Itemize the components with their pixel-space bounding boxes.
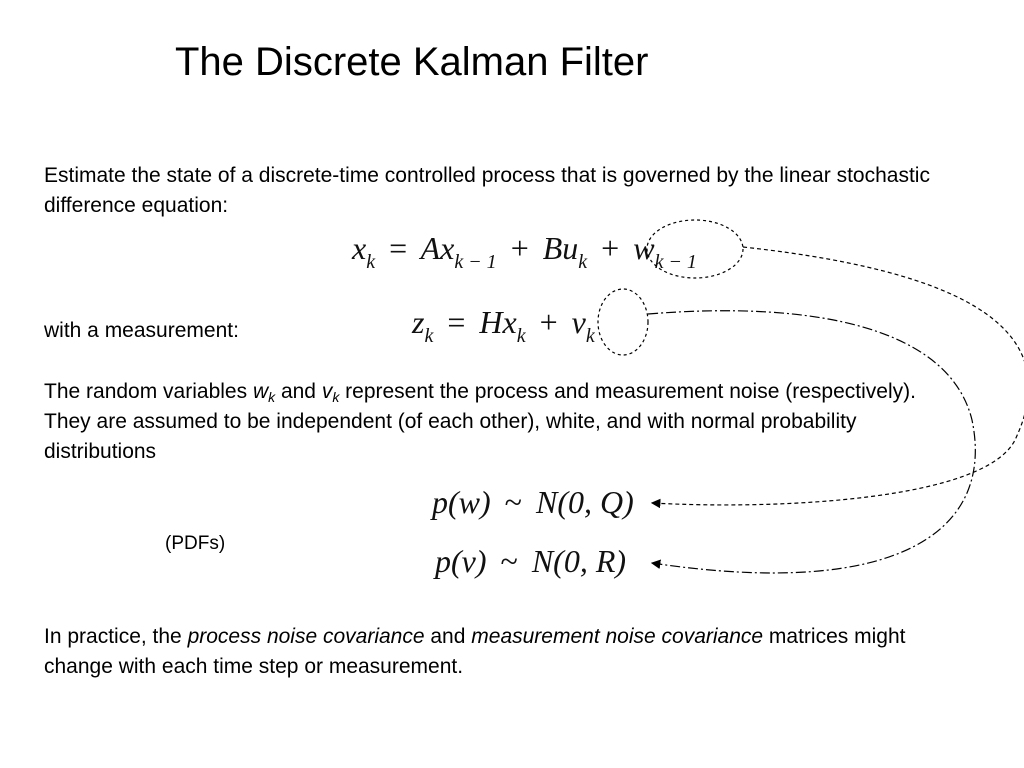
noise-pre: The random variables bbox=[44, 380, 253, 403]
pdf-v-tilde: ~ bbox=[500, 543, 518, 579]
eq-x-sub: k bbox=[366, 251, 376, 273]
noise-paragraph: The random variables wk and vk represent… bbox=[44, 377, 964, 467]
pdf-v-equation: p(v) ~ N(0, R) bbox=[435, 541, 626, 581]
w-to-q-arrow bbox=[650, 246, 1024, 509]
pdf-v-dist: N(0, R) bbox=[531, 543, 627, 579]
pdf-w-p: p bbox=[432, 484, 448, 520]
practice-post: matrices might change with each time ste… bbox=[44, 625, 906, 678]
meq-hx-sub: k bbox=[516, 325, 526, 347]
practice-pre: In practice, the bbox=[44, 625, 188, 648]
pdf-label: (PDFs) bbox=[165, 533, 226, 554]
eq-w-sub: k − 1 bbox=[654, 251, 697, 273]
measurement-equation: zk = Hxk + vk bbox=[412, 302, 595, 346]
eq-equals: = bbox=[389, 230, 408, 266]
eq-x: x bbox=[352, 230, 367, 266]
meq-z-sub: k bbox=[424, 325, 434, 347]
eq-plus-1: + bbox=[510, 230, 529, 266]
pdf-v-arg: (v) bbox=[451, 543, 487, 579]
eq-bu-sub: k bbox=[578, 251, 588, 273]
noise-v: v bbox=[321, 380, 333, 403]
v-highlight-oval bbox=[597, 288, 649, 356]
eq-bu: Bu bbox=[542, 230, 579, 266]
noise-w: w bbox=[252, 380, 269, 403]
meq-z: z bbox=[412, 304, 425, 340]
meq-equals: = bbox=[447, 304, 466, 340]
pdf-w-arg: (w) bbox=[448, 484, 491, 520]
eq-plus-2: + bbox=[601, 230, 620, 266]
v-to-r-arrow bbox=[647, 310, 976, 574]
slide-title: The Discrete Kalman Filter bbox=[175, 40, 649, 84]
meq-v: v bbox=[571, 304, 586, 340]
eq-ax: Ax bbox=[420, 230, 455, 266]
measurement-label: with a measurement: bbox=[44, 319, 239, 342]
practice-mid: and bbox=[424, 625, 472, 648]
practice-em-measurement: measurement noise covariance bbox=[471, 625, 764, 648]
pdf-w-tilde: ~ bbox=[504, 484, 522, 520]
practice-em-process: process noise covariance bbox=[187, 625, 425, 648]
pdf-w-equation: p(w) ~ N(0, Q) bbox=[432, 482, 634, 522]
meq-plus: + bbox=[539, 304, 558, 340]
noise-w-sub: k bbox=[268, 389, 276, 405]
pdf-w-dist: N(0, Q) bbox=[535, 484, 634, 520]
w-highlight-oval bbox=[646, 219, 744, 279]
practice-paragraph: In practice, the process noise covarianc… bbox=[44, 622, 974, 682]
pdf-v-p: p bbox=[435, 543, 451, 579]
meq-hx: Hx bbox=[479, 304, 517, 340]
meq-v-sub: k bbox=[585, 325, 595, 347]
intro-text: Estimate the state of a discrete-time co… bbox=[44, 164, 930, 217]
eq-ax-sub: k − 1 bbox=[454, 251, 497, 273]
noise-and: and bbox=[275, 380, 322, 403]
noise-v-sub: k bbox=[332, 389, 340, 405]
noise-post: represent the process and measurement no… bbox=[44, 380, 916, 463]
